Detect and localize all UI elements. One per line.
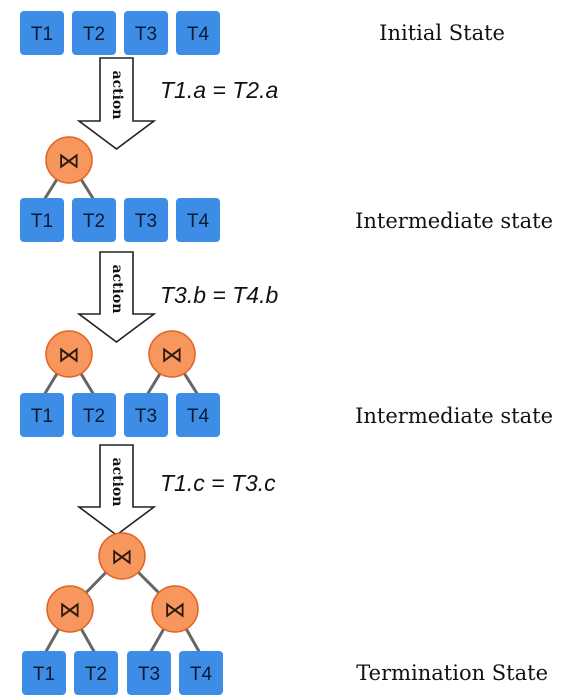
bowtie-join-icon: ⋈ xyxy=(164,598,186,623)
table-node-t3: T3 xyxy=(124,198,168,242)
table-label: T3 xyxy=(138,664,160,685)
table-node-t4: T4 xyxy=(176,198,220,242)
table-node-t3: T3 xyxy=(127,651,171,695)
action-label: action xyxy=(109,458,125,507)
bowtie-join-icon: ⋈ xyxy=(161,343,183,368)
table-label: T3 xyxy=(135,24,157,45)
table-label: T4 xyxy=(187,24,210,45)
state-label: Termination State xyxy=(356,661,548,685)
join-node: ⋈ xyxy=(46,585,94,633)
join-node: ⋈ xyxy=(148,330,196,378)
table-label: T4 xyxy=(190,664,213,685)
action-arrow-icon xyxy=(76,444,157,536)
join-node-root: ⋈ xyxy=(98,532,146,580)
table-row: T1 T2 T3 T4 xyxy=(20,393,220,437)
transition-3: action T1.c = T3.c xyxy=(76,444,276,536)
bowtie-join-icon: ⋈ xyxy=(58,149,80,174)
table-label: T4 xyxy=(187,211,210,232)
table-node-t1: T1 xyxy=(20,11,64,55)
table-node-t3: T3 xyxy=(124,11,168,55)
table-label: T2 xyxy=(85,664,107,685)
table-label: T1 xyxy=(33,664,55,685)
transition-1: action T1.a = T2.a xyxy=(76,57,278,150)
action-arrow-icon xyxy=(76,251,157,343)
table-node-t2: T2 xyxy=(72,393,116,437)
state-2: ⋈ T1 T2 T3 T4 Intermediate state xyxy=(20,136,553,242)
table-node-t4: T4 xyxy=(176,393,220,437)
table-row: T1 T2 T3 T4 xyxy=(22,651,223,695)
state-label: Initial State xyxy=(379,21,505,45)
table-label: T2 xyxy=(83,24,105,45)
action-label: action xyxy=(109,265,125,314)
state-1: T1 T2 T3 T4 Initial State xyxy=(20,11,505,55)
table-label: T1 xyxy=(31,24,53,45)
action-label: action xyxy=(109,71,125,120)
state-label: Intermediate state xyxy=(355,404,553,428)
state-label: Intermediate state xyxy=(355,209,553,233)
table-row: T1 T2 T3 T4 xyxy=(20,198,220,242)
join-condition: T1.c = T3.c xyxy=(160,470,276,496)
table-node-t2: T2 xyxy=(72,198,116,242)
table-label: T4 xyxy=(187,406,210,427)
table-node-t1: T1 xyxy=(20,393,64,437)
table-label: T1 xyxy=(31,406,53,427)
join-node: ⋈ xyxy=(151,585,199,633)
table-row: T1 T2 T3 T4 xyxy=(20,11,220,55)
state-4: ⋈ ⋈ ⋈ T1 T2 T3 T4 xyxy=(22,532,548,695)
join-condition: T1.a = T2.a xyxy=(160,77,278,103)
table-node-t2: T2 xyxy=(72,11,116,55)
table-node-t1: T1 xyxy=(22,651,66,695)
join-node: ⋈ xyxy=(45,136,93,184)
transition-2: action T3.b = T4.b xyxy=(76,251,278,343)
table-label: T3 xyxy=(135,211,157,232)
table-node-t1: T1 xyxy=(20,198,64,242)
state-3: ⋈ ⋈ T1 T2 T3 T4 Intermediate state xyxy=(20,330,553,437)
table-node-t3: T3 xyxy=(124,393,168,437)
bowtie-join-icon: ⋈ xyxy=(58,343,80,368)
table-label: T3 xyxy=(135,406,157,427)
table-label: T2 xyxy=(83,406,105,427)
bowtie-join-icon: ⋈ xyxy=(59,598,81,623)
table-label: T2 xyxy=(83,211,105,232)
action-arrow-icon xyxy=(76,57,157,150)
table-node-t4: T4 xyxy=(179,651,223,695)
join-condition: T3.b = T4.b xyxy=(160,282,278,308)
bowtie-join-icon: ⋈ xyxy=(111,545,133,570)
table-node-t2: T2 xyxy=(74,651,118,695)
join-node: ⋈ xyxy=(45,330,93,378)
table-node-t4: T4 xyxy=(176,11,220,55)
table-label: T1 xyxy=(31,211,53,232)
